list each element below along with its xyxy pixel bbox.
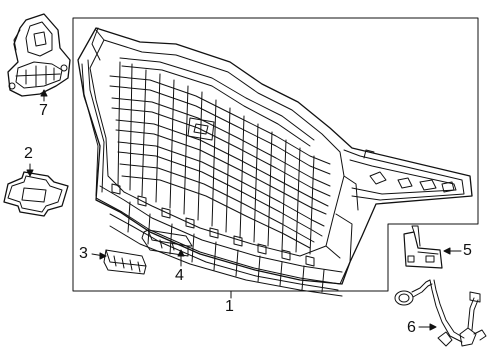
assembly-boundary xyxy=(72,17,479,292)
bracket-part-7 xyxy=(7,13,71,97)
callout-2: 2 xyxy=(24,145,33,162)
callout-7: 7 xyxy=(39,102,48,119)
emblem-part-2 xyxy=(3,171,69,217)
clip-part-3 xyxy=(103,249,147,275)
bracket-part-5 xyxy=(403,225,443,269)
bracket-part-4 xyxy=(141,229,193,257)
callout-4: 4 xyxy=(175,267,184,284)
leader-lines xyxy=(26,89,462,331)
callout-3: 3 xyxy=(79,245,88,262)
grille-assembly xyxy=(77,27,473,297)
callout-6: 6 xyxy=(407,319,416,336)
callout-1: 1 xyxy=(225,298,234,315)
callout-5: 5 xyxy=(463,242,472,259)
harness-part-6 xyxy=(394,279,487,347)
